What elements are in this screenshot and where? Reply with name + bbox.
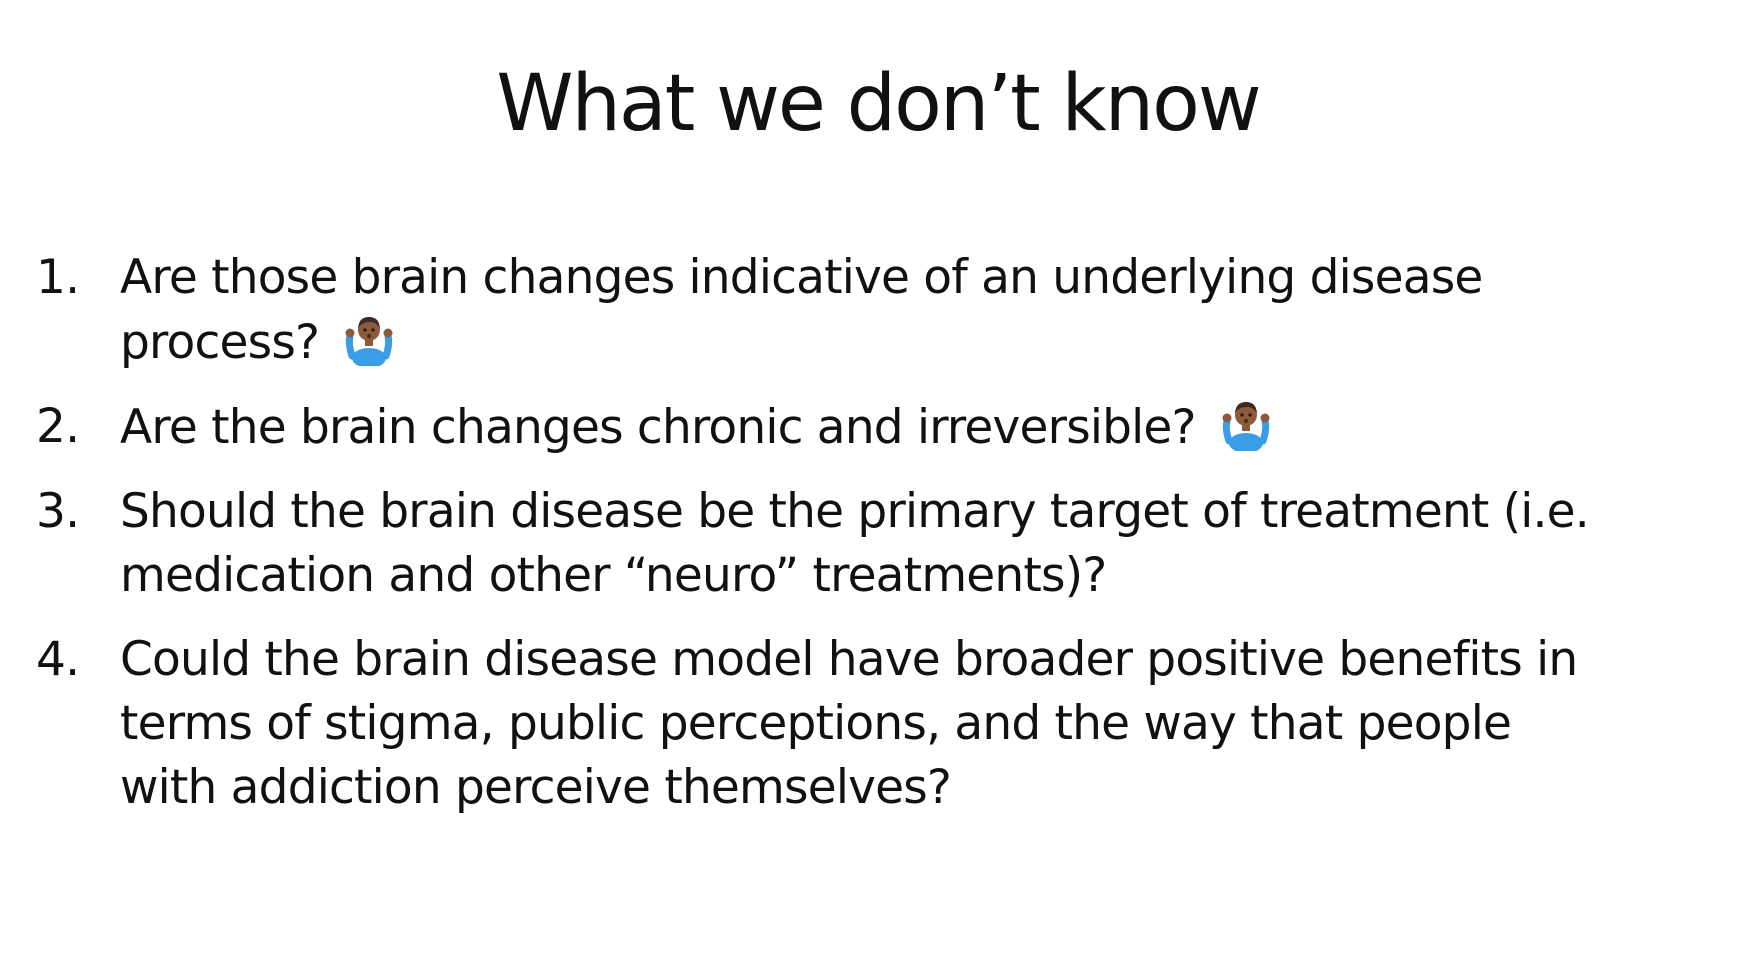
list-text-line: medication and other “neuro” treatments)… [120,548,1107,603]
list-text-line: Are those brain changes indicative of an… [120,250,1483,305]
list-item: 2. Are the brain changes chronic and irr… [36,395,1736,460]
question-list: 1. Are those brain changes indicative of… [36,246,1736,840]
list-text-line: process? [120,315,320,370]
list-text-line: Should the brain disease be the primary … [120,484,1590,539]
slide-title: What we don’t know [496,59,1261,149]
list-number: 2. [36,399,80,454]
list-number: 1. [36,250,80,305]
list-item: 4. Could the brain disease model have br… [36,628,1736,820]
list-item: 1. Are those brain changes indicative of… [36,246,1736,375]
list-text-line: Could the brain disease model have broad… [120,632,1578,687]
list-number: 4. [36,632,80,687]
list-text-line: Are the brain changes chronic and irreve… [120,400,1197,455]
person-shrugging-icon [345,317,393,366]
list-item: 3. Should the brain disease be the prima… [36,480,1736,608]
list-text-line: terms of stigma, public perceptions, and… [120,696,1512,751]
list-number: 3. [36,484,80,539]
person-shrugging-icon [1222,402,1270,451]
list-text-line: with addiction perceive themselves? [120,760,952,815]
